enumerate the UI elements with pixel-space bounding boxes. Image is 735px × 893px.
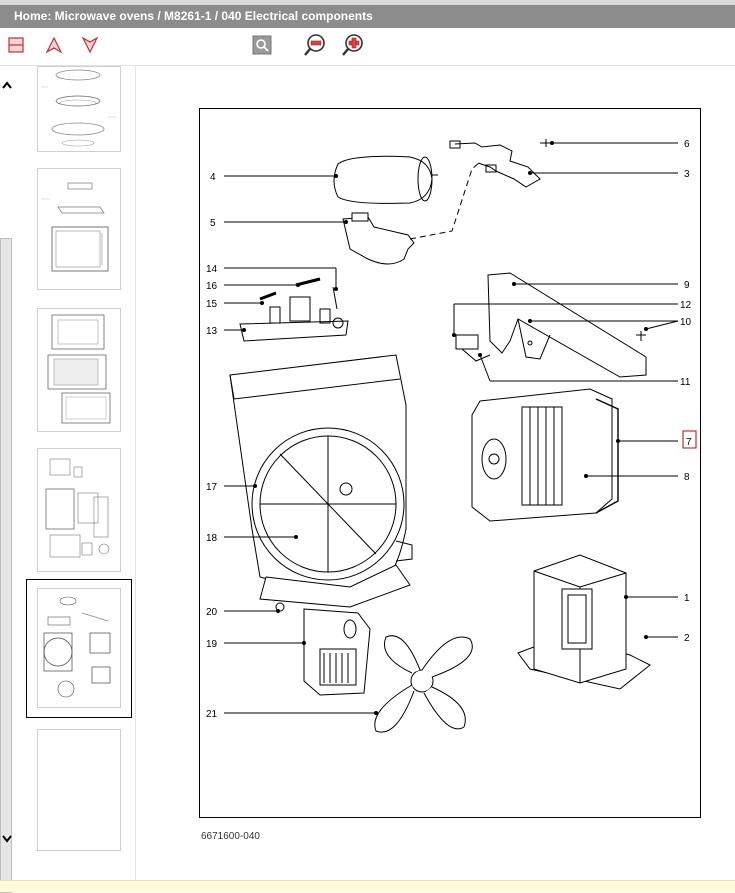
thumbnail-page-5[interactable] bbox=[37, 588, 121, 708]
callout-15[interactable]: 15 bbox=[206, 299, 218, 310]
selected-thumbnail-frame bbox=[26, 579, 132, 718]
thumbnail-page-4[interactable] bbox=[37, 448, 121, 572]
arrow-down-icon[interactable] bbox=[78, 33, 102, 57]
callout-1[interactable]: 1 bbox=[684, 593, 690, 604]
callout-8[interactable]: 8 bbox=[684, 472, 690, 483]
search-icon[interactable] bbox=[250, 33, 274, 57]
callout-18[interactable]: 18 bbox=[206, 533, 218, 544]
highlight-box bbox=[682, 430, 697, 449]
callout-16[interactable]: 16 bbox=[206, 281, 218, 292]
callout-21[interactable]: 21 bbox=[206, 709, 218, 720]
callout-2[interactable]: 2 bbox=[684, 633, 690, 644]
fan-blade-part[interactable] bbox=[374, 635, 473, 733]
thumbnail-sidebar bbox=[0, 66, 136, 893]
callout-13[interactable]: 13 bbox=[206, 326, 218, 337]
toolbar bbox=[0, 28, 735, 66]
zoom-out-icon[interactable] bbox=[303, 33, 327, 57]
callout-17[interactable]: 17 bbox=[206, 482, 218, 493]
arrow-up-icon[interactable] bbox=[42, 33, 66, 57]
magnetron-part[interactable] bbox=[471, 388, 619, 522]
fan-motor-part[interactable] bbox=[275, 602, 371, 696]
callout-6[interactable]: 6 bbox=[684, 139, 690, 150]
zoom-in-icon[interactable] bbox=[341, 33, 365, 57]
callout-14[interactable]: 14 bbox=[206, 264, 218, 275]
layout-icon[interactable] bbox=[4, 33, 28, 57]
callout-19[interactable]: 19 bbox=[206, 639, 218, 650]
document-number: 6671600-040 bbox=[201, 831, 260, 842]
thumbnail-page-3[interactable] bbox=[37, 308, 121, 432]
scroll-down-icon[interactable] bbox=[0, 832, 14, 846]
callout-7[interactable]: 7 bbox=[686, 437, 692, 448]
transformer-part[interactable] bbox=[517, 554, 651, 690]
callout-10[interactable]: 10 bbox=[680, 317, 692, 328]
capacitor-holder-part[interactable] bbox=[342, 212, 415, 265]
thumbnail-page-1[interactable] bbox=[37, 66, 121, 152]
callout-11[interactable]: 11 bbox=[680, 377, 691, 388]
status-footer bbox=[0, 880, 735, 892]
top-strip bbox=[0, 0, 735, 5]
thumbnail-page-2[interactable] bbox=[37, 168, 121, 290]
scroll-up-icon[interactable] bbox=[0, 80, 14, 94]
breadcrumb: Home: Microwave ovens / M8261-1 / 040 El… bbox=[0, 5, 735, 28]
connector-part[interactable] bbox=[449, 139, 552, 188]
callout-5[interactable]: 5 bbox=[210, 218, 216, 229]
callout-9[interactable]: 9 bbox=[684, 280, 690, 291]
callout-20[interactable]: 20 bbox=[206, 607, 218, 618]
callout-3[interactable]: 3 bbox=[684, 169, 690, 180]
fan-housing-part[interactable] bbox=[229, 354, 413, 608]
bracket-part[interactable] bbox=[455, 272, 647, 378]
sidebar-scrollbar[interactable] bbox=[0, 238, 12, 893]
capacitor-part[interactable] bbox=[333, 155, 438, 204]
callout-12[interactable]: 12 bbox=[680, 300, 692, 311]
callout-4[interactable]: 4 bbox=[210, 172, 216, 183]
filter-board-part[interactable] bbox=[239, 277, 349, 342]
thumbnail-page-6[interactable] bbox=[37, 729, 121, 851]
